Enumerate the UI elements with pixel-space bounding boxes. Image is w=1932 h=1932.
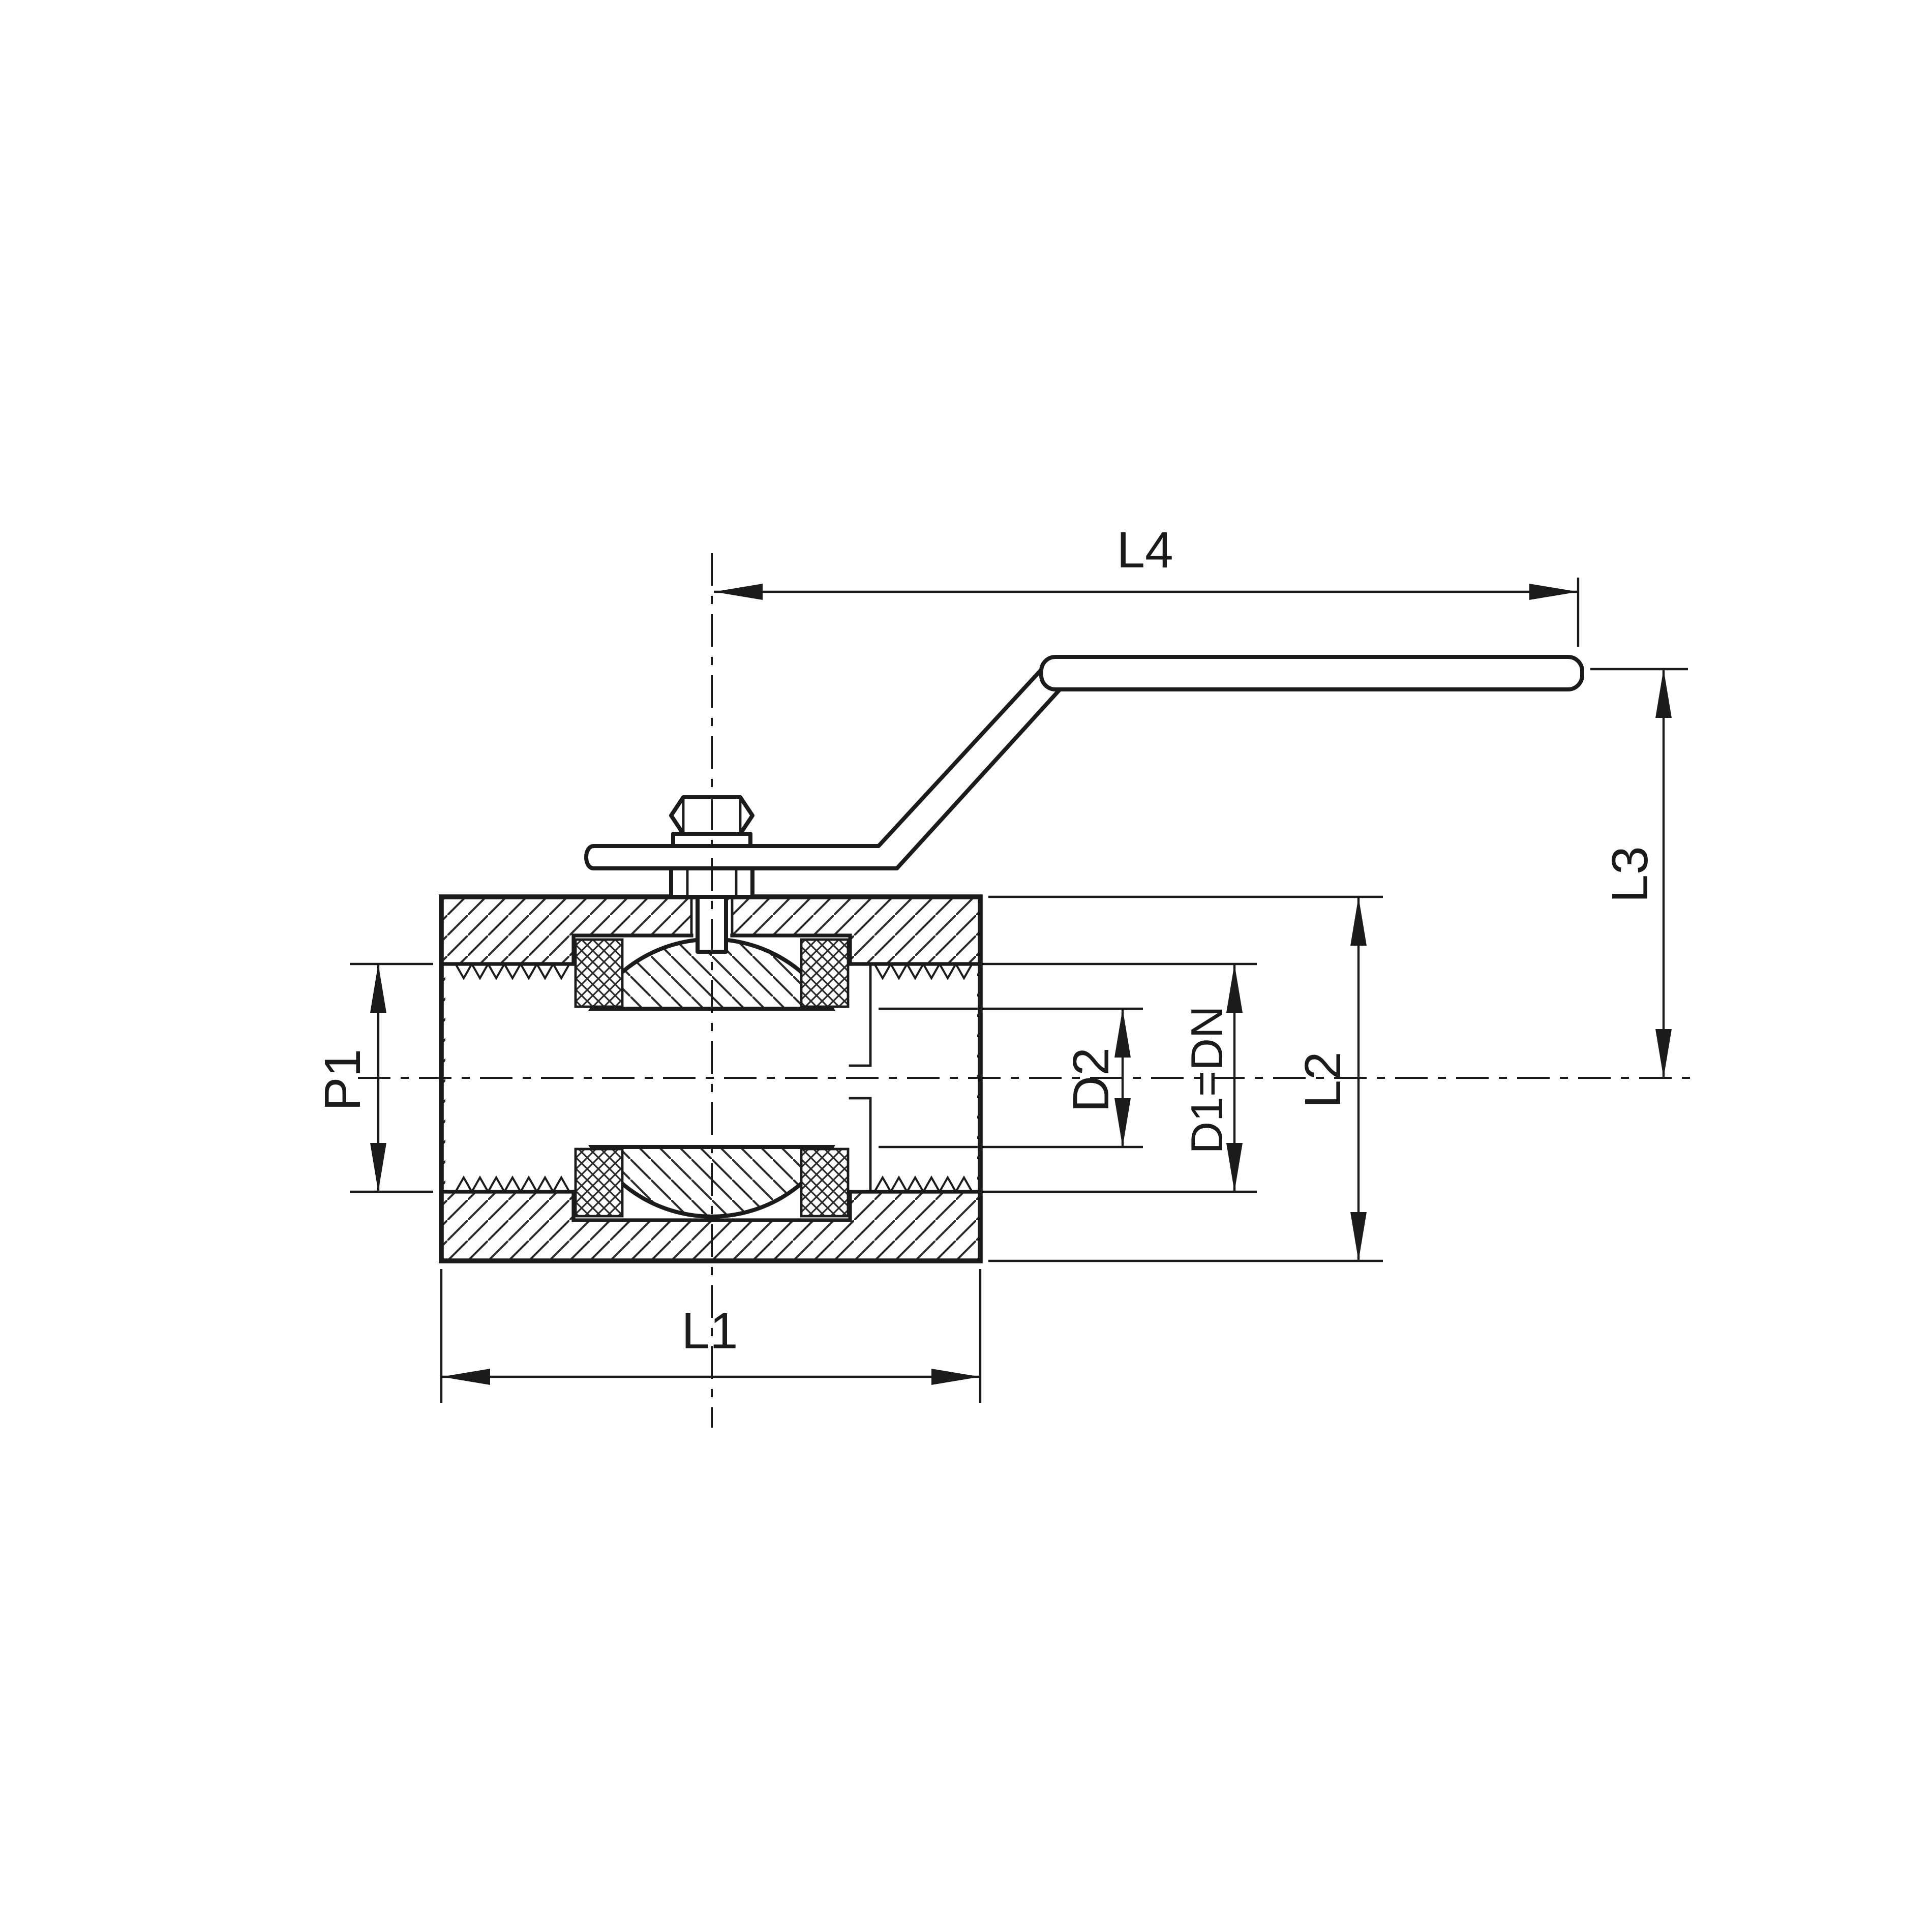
dim-label-l1: L1 bbox=[681, 1303, 738, 1360]
dim-label-d1-dn: D1=DN bbox=[1182, 1006, 1232, 1154]
seat-bottom-right bbox=[800, 1148, 850, 1218]
dimension-l4: L4 bbox=[714, 522, 1580, 647]
dim-label-l2: L2 bbox=[1294, 1051, 1351, 1108]
hex-nut-facets bbox=[682, 796, 742, 835]
seat-retainer bbox=[849, 962, 872, 1193]
dimension-p1: P1 bbox=[314, 962, 433, 1193]
dim-label-l3: L3 bbox=[1602, 846, 1658, 902]
handle-grip bbox=[1039, 655, 1584, 691]
dim-label-p1: P1 bbox=[314, 1049, 371, 1111]
seat-top-left bbox=[574, 938, 624, 1008]
handle-lever-arm bbox=[584, 659, 1066, 870]
left-port-thread bbox=[455, 961, 570, 1194]
seat-bottom-left bbox=[574, 1148, 624, 1218]
dimension-l2: L2 bbox=[988, 895, 1383, 1262]
dim-label-d2: D2 bbox=[1063, 1047, 1120, 1112]
seat-top-right bbox=[800, 938, 850, 1008]
dimension-d1-dn: D1=DN bbox=[862, 962, 1257, 1193]
gland-facets bbox=[686, 867, 738, 898]
chamber-walls bbox=[571, 933, 852, 1222]
dimensions: L4 L3 L2 D1=DN D2 bbox=[314, 522, 1688, 1403]
handle bbox=[584, 655, 1584, 870]
dimension-l1: L1 bbox=[440, 1269, 982, 1403]
port-bore-lines bbox=[439, 962, 982, 1194]
dimension-d2: D2 bbox=[879, 1007, 1143, 1149]
thread-profile bbox=[455, 961, 570, 981]
stem-bore-walls bbox=[690, 895, 734, 937]
valve-seats bbox=[574, 938, 850, 1218]
dimension-l3: L3 bbox=[1590, 668, 1688, 1078]
dim-label-l4: L4 bbox=[1116, 522, 1173, 579]
thread-profile bbox=[455, 1175, 570, 1194]
centerlines bbox=[358, 553, 1692, 1428]
